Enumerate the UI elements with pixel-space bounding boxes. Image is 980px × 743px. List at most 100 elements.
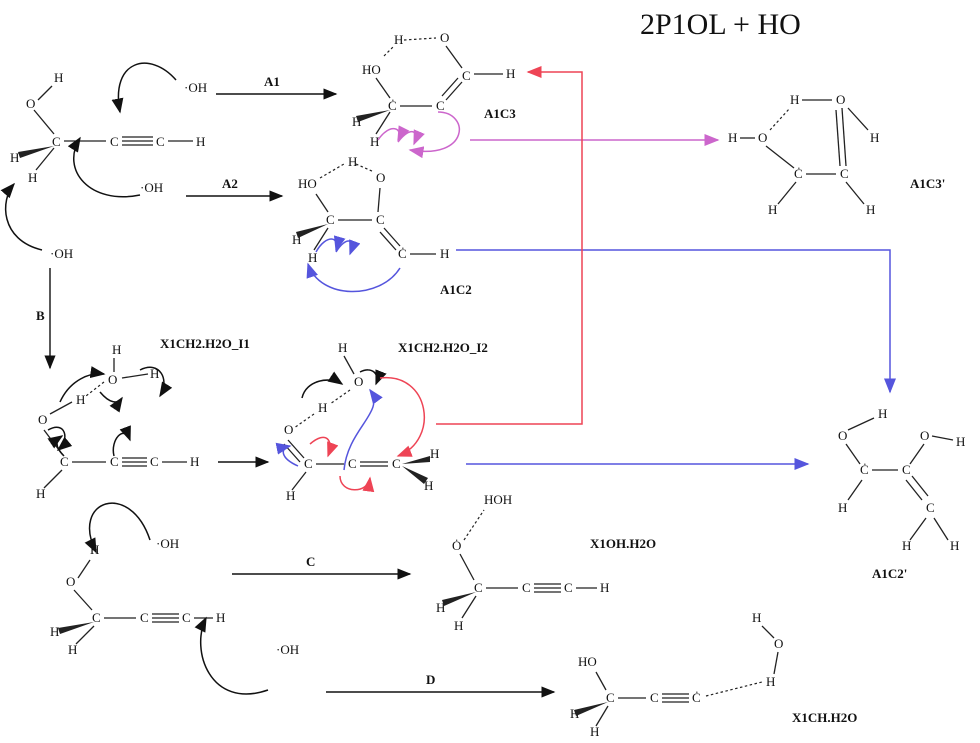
atom-h: H [956,434,965,449]
atom-h: H [36,486,45,501]
arrow-i2-to-a1c3 [436,66,583,425]
atom-h: H [768,202,777,217]
atom-h: H [838,500,847,515]
species-x1ch2-i2: H O H O C C C H H H [275,340,439,503]
atom-c: C [392,456,401,471]
atom-c: C [326,212,335,227]
atom-o: O [440,30,449,45]
radical-oh: ·OH [140,180,163,195]
label-c: C [306,554,315,569]
atom-h: H [68,642,77,657]
label-a2: A2 [222,176,238,191]
species-a1c3-prime: H O H O H Ċ C H H [728,92,879,217]
atom-ho: HO [362,62,381,77]
atom-o: O [284,422,293,437]
atom-h: H [506,66,515,81]
species-x1ch-h2o: H O H HO C C Ċ H H [570,610,783,739]
atom-h: H [286,488,295,503]
atom-h: H [112,342,121,357]
atom-ho: HO [578,654,597,669]
atom-c: Ċ [860,462,869,477]
reactant-2p1ol-middle: H O C C C H H H [50,542,225,657]
atom-o: O [836,92,845,107]
atom-h: H [348,154,357,169]
label-x1ch-h2o: X1CH.H2O [792,710,857,725]
atom-c: C [522,580,531,595]
label-x1ch2-i2: X1CH2.H2O_I2 [398,340,488,355]
atom-h: H [436,600,445,615]
label-b: B [36,308,45,323]
atom-c: C [436,98,445,113]
atom-o: O [920,428,929,443]
atom-c: C [304,456,313,471]
curly-arrow [111,62,177,114]
atom-h: H [150,366,159,381]
atom-h: H [752,610,761,625]
atom-o: O [354,374,363,389]
atom-c: C [348,456,357,471]
atom-c: C [182,610,191,625]
atom-h: H [308,250,317,265]
atom-o: O [38,412,47,427]
atom-h: H [370,134,379,149]
species-a1c2-prime: H O O H Ċ C H C H H [838,406,965,553]
atom-h: H [352,114,361,129]
atom-h: H [878,406,887,421]
atom-h: H [190,454,199,469]
atom-o: Ȯ [452,538,461,553]
curly-arrow [84,502,151,554]
atom-h: H [292,232,301,247]
atom-h: H [28,170,37,185]
species-a1c2: H O HO C C H H Ċ H [292,154,449,293]
atom-c: C [150,454,159,469]
radical-oh: ·OH [184,80,207,95]
atom-c: C [650,690,659,705]
atom-o: O [376,170,385,185]
atom-h: H [454,618,463,633]
atom-h: H [440,246,449,261]
atom-h: H [50,624,59,639]
atom-h: H [870,130,879,145]
atom-c: Ċ [388,98,397,113]
atom-c: C [840,166,849,181]
atom-o: O [838,428,847,443]
atom-ho: HO [298,176,317,191]
atom-hoh: HOH [484,492,512,507]
atom-h: H [866,202,875,217]
label-a1c3-prime: A1C3' [910,176,945,191]
atom-h: H [54,70,63,85]
atom-c: C [376,212,385,227]
atom-o: O [66,574,75,589]
species-a1c3: H O HO C H Ċ C H H [352,30,515,159]
diagram-title: 2P1OL + HO [640,8,801,41]
atom-h: H [338,340,347,355]
species-x1ch2-i1: H O H H O C C C H H [36,342,199,501]
atom-c: C [60,454,69,469]
atom-c: C [902,462,911,477]
atom-h: H [950,538,959,553]
species-x1oh-h2o: HOH Ȯ C C C H H H [436,492,609,633]
atom-h: H [424,478,433,493]
label-d: D [426,672,435,687]
atom-o: O [758,130,767,145]
atom-c: C [140,610,149,625]
atom-c: C [926,500,935,515]
atom-c: C [92,610,101,625]
atom-h: H [902,538,911,553]
atom-c: C [564,580,573,595]
atom-h: H [76,392,85,407]
atom-c: C [110,134,119,149]
atom-c: C [474,580,483,595]
atom-c: Ċ [794,166,803,181]
radical-oh: ·OH [50,246,73,261]
atom-h: H [600,580,609,595]
atom-c: C [52,134,61,149]
atom-o: O [108,372,117,387]
atom-c: C [110,454,119,469]
label-x1oh-h2o: X1OH.H2O [590,536,656,551]
atom-h: H [430,446,439,461]
atom-c: C [462,68,471,83]
label-a1: A1 [264,74,280,89]
curly-arrow [0,182,43,251]
